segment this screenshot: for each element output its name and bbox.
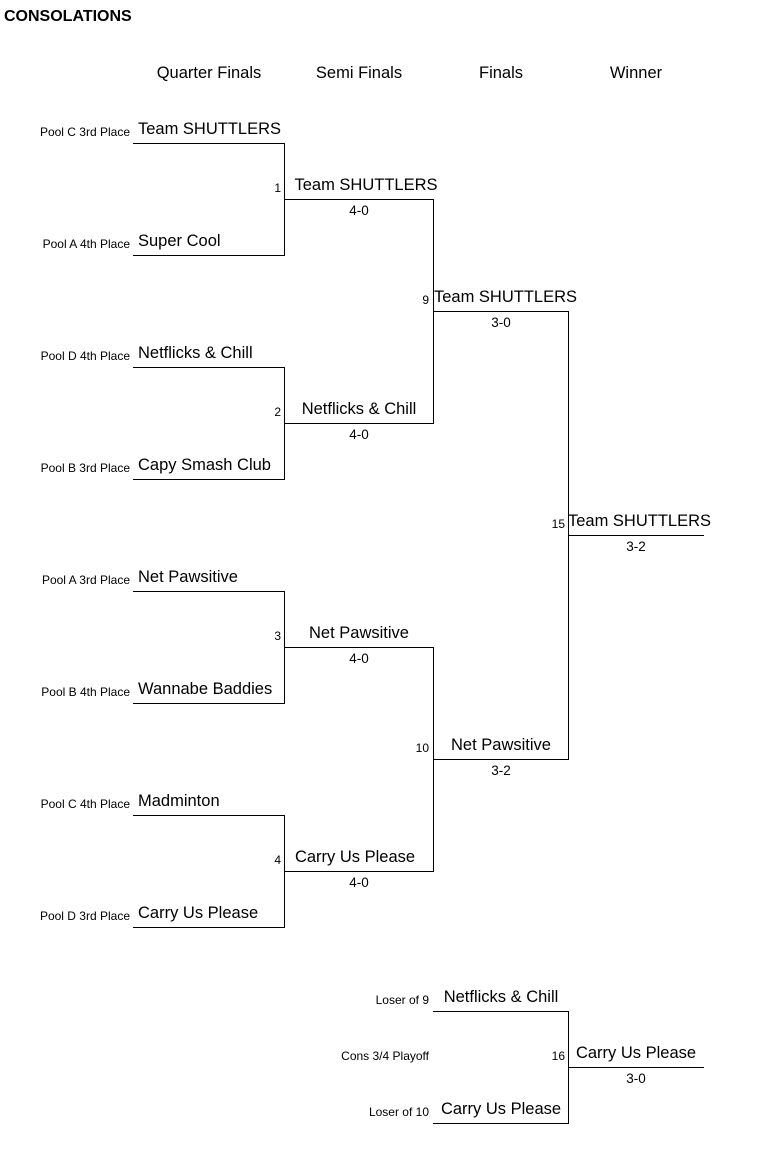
bracket-title: CONSOLATIONS <box>4 8 132 25</box>
round-header-semi-finals: Semi Finals <box>315 64 403 82</box>
team-name: Capy Smash Club <box>138 456 271 474</box>
match-score: 3-0 <box>626 1071 646 1086</box>
team-name: Net Pawsitive <box>451 736 551 754</box>
match-score: 4-0 <box>349 651 369 666</box>
team-name: Carry Us Please <box>575 1044 697 1062</box>
team-name: Carry Us Please <box>440 1100 562 1118</box>
match-score: 3-0 <box>491 315 511 330</box>
seed-label: Pool B 4th Place <box>41 685 130 699</box>
team-name: Carry Us Please <box>294 848 416 866</box>
seed-label: Pool B 3rd Place <box>40 461 130 475</box>
seed-label: Pool C 4th Place <box>40 797 130 811</box>
team-name: Carry Us Please <box>138 904 259 922</box>
match-score: 3-2 <box>626 539 646 554</box>
seed-label: Pool A 4th Place <box>42 237 130 251</box>
match-number: 3 <box>274 629 281 643</box>
team-name: Netflicks & Chill <box>443 988 559 1006</box>
team-name: Net Pawsitive <box>309 624 409 642</box>
seed-label: Pool D 3rd Place <box>39 909 130 923</box>
seed-label: Pool A 3rd Place <box>41 573 130 587</box>
round-header-winner: Winner <box>609 64 663 82</box>
team-name: Super Cool <box>138 232 221 250</box>
playoff-label: Cons 3/4 Playoff <box>341 1049 429 1063</box>
match-number: 1 <box>274 181 281 195</box>
seed-label: Pool C 3rd Place <box>39 125 130 139</box>
match-score: 4-0 <box>349 427 369 442</box>
match-number: 9 <box>422 293 429 307</box>
match-score: 4-0 <box>349 203 369 218</box>
team-name: Team SHUTTLERS <box>294 176 438 194</box>
match-number: 4 <box>274 853 281 867</box>
seed-label: Pool D 4th Place <box>40 349 130 363</box>
team-name: Netflicks & Chill <box>138 344 253 362</box>
match-number: 16 <box>551 1049 565 1063</box>
seed-label: Loser of 9 <box>375 993 429 1007</box>
match-score: 3-2 <box>491 763 511 778</box>
match-score: 4-0 <box>349 875 369 890</box>
match-number: 10 <box>415 741 429 755</box>
round-header-finals: Finals <box>478 64 523 82</box>
seed-label: Loser of 10 <box>368 1105 429 1119</box>
team-name: Madminton <box>138 792 220 810</box>
match-number: 2 <box>274 405 281 419</box>
team-name: Team SHUTTLERS <box>434 288 578 306</box>
team-name: Wannabe Baddies <box>138 680 273 698</box>
match-number: 15 <box>551 517 565 531</box>
team-name: Netflicks & Chill <box>301 400 417 418</box>
team-name: Net Pawsitive <box>138 568 238 586</box>
round-header-quarter-finals: Quarter Finals <box>156 64 262 82</box>
team-name: Team SHUTTLERS <box>568 512 712 530</box>
team-name: Team SHUTTLERS <box>138 120 282 138</box>
